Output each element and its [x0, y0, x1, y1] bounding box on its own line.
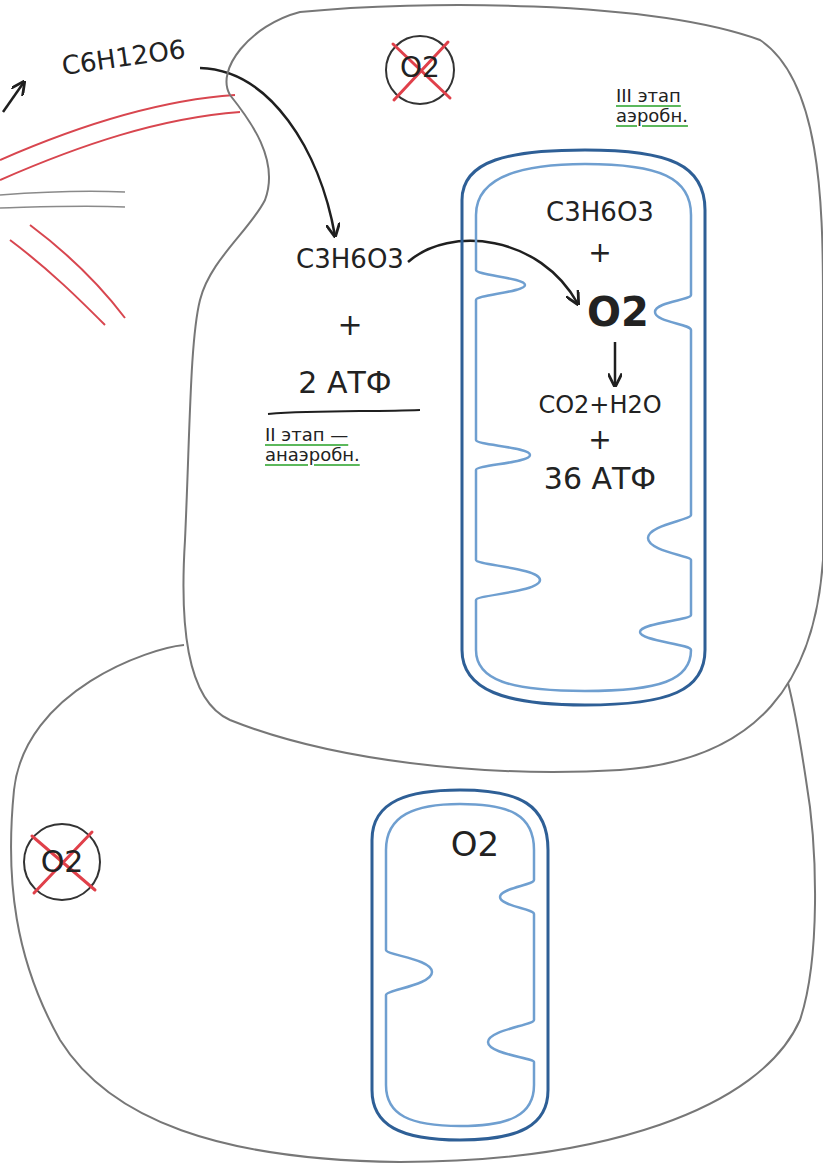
vessel-line [10, 240, 105, 325]
underline [268, 410, 420, 414]
grey-line [0, 206, 125, 208]
mitochondrion-outline [372, 790, 548, 1140]
cell-outline [11, 645, 815, 1162]
oxygen-label: O2 [400, 53, 440, 84]
cell-shape [180, 0, 823, 780]
formula: C3H6O3 [296, 245, 404, 274]
atp-count: 36 АТФ [544, 462, 656, 495]
mitochondrion: III этап аэробн. C3H6O3 + O2CO2+H2O +36 АТФ [455, 80, 715, 712]
formula: C6H12O6 [60, 35, 187, 81]
stage-label: II этап — анаэробн. [265, 425, 415, 465]
plus-sign: + [337, 308, 362, 341]
vessel-line [0, 112, 240, 180]
vessel-line [30, 225, 125, 318]
no-oxygen-sign: O2 [20, 820, 104, 904]
cristae [476, 164, 691, 691]
atp-count: 2 АТФ [298, 366, 391, 399]
cristae [386, 804, 534, 1126]
sign-circle [386, 36, 454, 104]
plus-sign: + [588, 425, 611, 456]
arrow [614, 342, 617, 386]
cross-line [32, 836, 95, 890]
cross-line [394, 42, 448, 100]
stage-label: III этап аэробн. [616, 86, 706, 126]
plus-sign: + [588, 238, 611, 269]
arrow [3, 82, 24, 112]
oxygen-label: O2 [451, 826, 499, 863]
cell: C3H6O3+2 АТФII этап — анаэробн.O2III эта… [180, 0, 823, 780]
vessel-line [0, 95, 235, 160]
mitochondrion: O2 [365, 782, 557, 1147]
cell-outline [183, 5, 823, 772]
formula: CO2+H2O [538, 392, 661, 418]
no-oxygen-sign: O2 [380, 30, 460, 110]
cross-line [34, 832, 92, 893]
oxygen-label: O2 [587, 290, 649, 334]
sign-circle [24, 824, 100, 900]
mitochondrion-outline [462, 150, 705, 705]
formula: C3H6O3 [546, 198, 654, 227]
grey-line [0, 191, 125, 195]
oxygen-label: O2 [41, 845, 84, 878]
arrow [200, 68, 335, 236]
